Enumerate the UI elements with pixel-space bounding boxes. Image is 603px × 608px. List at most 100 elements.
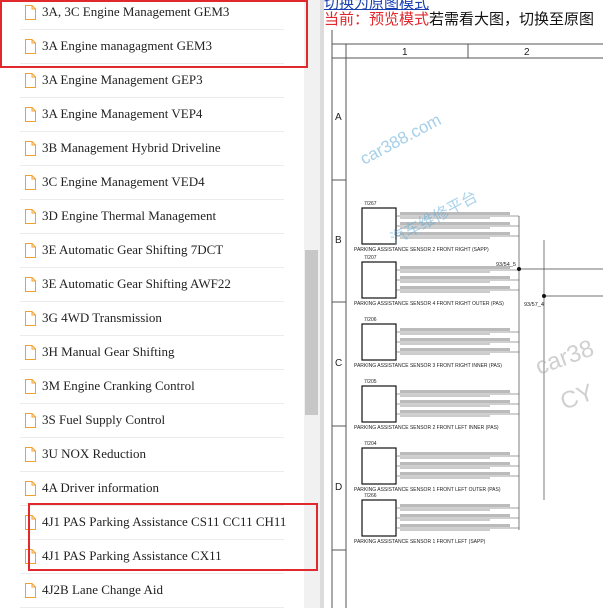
wire-tag (400, 400, 510, 403)
sidebar-item[interactable]: 3M Engine Cranking Control (0, 370, 286, 404)
wire-tag (400, 452, 510, 455)
row-separator (20, 97, 284, 98)
junction-dot (542, 294, 546, 298)
sidebar-scroll-thumb[interactable] (305, 250, 318, 415)
document-icon (25, 413, 36, 428)
row-separator (20, 199, 284, 200)
wire-tag (400, 222, 510, 225)
mode-prefix: 当前： (324, 12, 370, 28)
wire-tag (400, 348, 510, 351)
row-separator (20, 233, 284, 234)
wire-tag (400, 415, 490, 417)
row-separator (20, 539, 284, 540)
sidebar-item-label: 3C Engine Management VED4 (42, 174, 205, 189)
row-separator (20, 165, 284, 166)
sidebar-item[interactable]: 4J1 PAS Parking Assistance CX11 (0, 540, 286, 574)
sidebar-item[interactable]: 4J2B Lane Change Aid (0, 574, 286, 608)
sidebar-item-label: 3S Fuel Supply Control (42, 412, 166, 427)
sensor-caption: PARKING ASSISTANCE SENSOR 2 FRONT LEFT I… (354, 425, 499, 431)
pane-divider[interactable] (320, 0, 324, 608)
sidebar-item-label: 3A, 3C Engine Management GEM3 (42, 4, 230, 19)
wire-tag (400, 472, 510, 475)
sidebar-item[interactable]: 3D Engine Thermal Management (0, 200, 286, 234)
sidebar-item-label: 4J1 PAS Parking Assistance CX11 (42, 548, 222, 563)
sensor-caption: PARKING ASSISTANCE SENSOR 1 FRONT LEFT (… (354, 539, 486, 545)
sidebar-item[interactable]: 3H Manual Gear Shifting (0, 336, 286, 370)
wire-tag (400, 328, 510, 331)
sidebar-item-label: 3U NOX Reduction (42, 446, 146, 461)
sensor-id: 7/205 (364, 379, 377, 385)
sidebar-item[interactable]: 3A, 3C Engine Management GEM3 (0, 0, 286, 30)
row-separator (20, 403, 284, 404)
sidebar-item[interactable]: 3B Management Hybrid Driveline (0, 132, 286, 166)
column-label: 1 (402, 47, 408, 58)
wire-tag (400, 338, 510, 341)
row-label: B (335, 235, 342, 246)
sensor-block (361, 323, 397, 361)
document-icon (25, 209, 36, 224)
sensor-block (361, 385, 397, 423)
row-separator (20, 369, 284, 370)
document-icon (25, 481, 36, 496)
sidebar-item[interactable]: 3A Engine Management GEP3 (0, 64, 286, 98)
wire-tag (400, 276, 510, 279)
wire-tag (400, 467, 490, 469)
sidebar-item[interactable]: 3E Automatic Gear Shifting AWF22 (0, 268, 286, 302)
sensor-block (361, 261, 397, 299)
sidebar-item[interactable]: 3U NOX Reduction (0, 438, 286, 472)
document-icon (25, 73, 36, 88)
wire-tag (400, 524, 510, 527)
sidebar-item[interactable]: 3A Engine Management VEP4 (0, 98, 286, 132)
sidebar-item[interactable]: 3G 4WD Transmission (0, 302, 286, 336)
document-icon (25, 447, 36, 462)
wire-tag (400, 390, 510, 393)
sidebar-item[interactable]: 3S Fuel Supply Control (0, 404, 286, 438)
document-icon (25, 141, 36, 156)
wire-tag (400, 462, 510, 465)
document-icon (25, 345, 36, 360)
sidebar-item-label: 3M Engine Cranking Control (42, 378, 195, 393)
wire-tag (400, 281, 490, 283)
sensor-id: 7/267 (364, 201, 377, 207)
wire-tag (400, 457, 490, 459)
row-separator (20, 437, 284, 438)
document-tree: 3A, 3C Engine Management GEM3 3A Engine m… (0, 0, 287, 608)
sensor-id: 7/206 (364, 317, 377, 323)
sidebar-item[interactable]: 3E Automatic Gear Shifting 7DCT (0, 234, 286, 268)
row-separator (20, 267, 284, 268)
sensor-block (361, 499, 397, 537)
sidebar-item[interactable]: 3A Engine managagment GEM3 (0, 30, 286, 64)
wire-tag (400, 212, 510, 215)
junction-label: 93/54_5 (496, 262, 516, 268)
sidebar-item-label: 4J1 PAS Parking Assistance CS11 CC11 CH1… (42, 514, 287, 529)
row-separator (20, 63, 284, 64)
row-separator (20, 505, 284, 506)
row-separator (20, 335, 284, 336)
document-icon (25, 243, 36, 258)
wire-tag (400, 405, 490, 407)
sidebar-item-label: 3E Automatic Gear Shifting 7DCT (42, 242, 224, 257)
sensor-caption: PARKING ASSISTANCE SENSOR 4 FRONT RIGHT … (354, 301, 504, 307)
sidebar-item[interactable]: 3C Engine Management VED4 (0, 166, 286, 200)
wire-tag (400, 266, 510, 269)
sensor-block (361, 447, 397, 485)
wire-tag (400, 519, 490, 521)
watermark-text: car388.com (357, 110, 444, 168)
sensor-id: 7/266 (364, 493, 377, 499)
sidebar-item[interactable]: 4J1 PAS Parking Assistance CS11 CC11 CH1… (0, 506, 286, 540)
row-separator (20, 301, 284, 302)
sensor-caption: PARKING ASSISTANCE SENSOR 2 FRONT RIGHT … (354, 247, 489, 253)
switch-original-mode-link[interactable]: 切换为原图模式 (324, 0, 430, 12)
watermark-text: CY (557, 379, 598, 416)
wire-tag (400, 291, 490, 293)
document-icon (25, 311, 36, 326)
wire-tag (400, 227, 490, 229)
sidebar-item-label: 3D Engine Thermal Management (42, 208, 217, 223)
document-icon (25, 583, 36, 598)
wire-tag (400, 504, 510, 507)
row-separator (20, 471, 284, 472)
sidebar-item[interactable]: 4A Driver information (0, 472, 286, 506)
sensor-id: 7/204 (364, 441, 377, 447)
sensor-caption: PARKING ASSISTANCE SENSOR 1 FRONT LEFT O… (354, 487, 501, 493)
